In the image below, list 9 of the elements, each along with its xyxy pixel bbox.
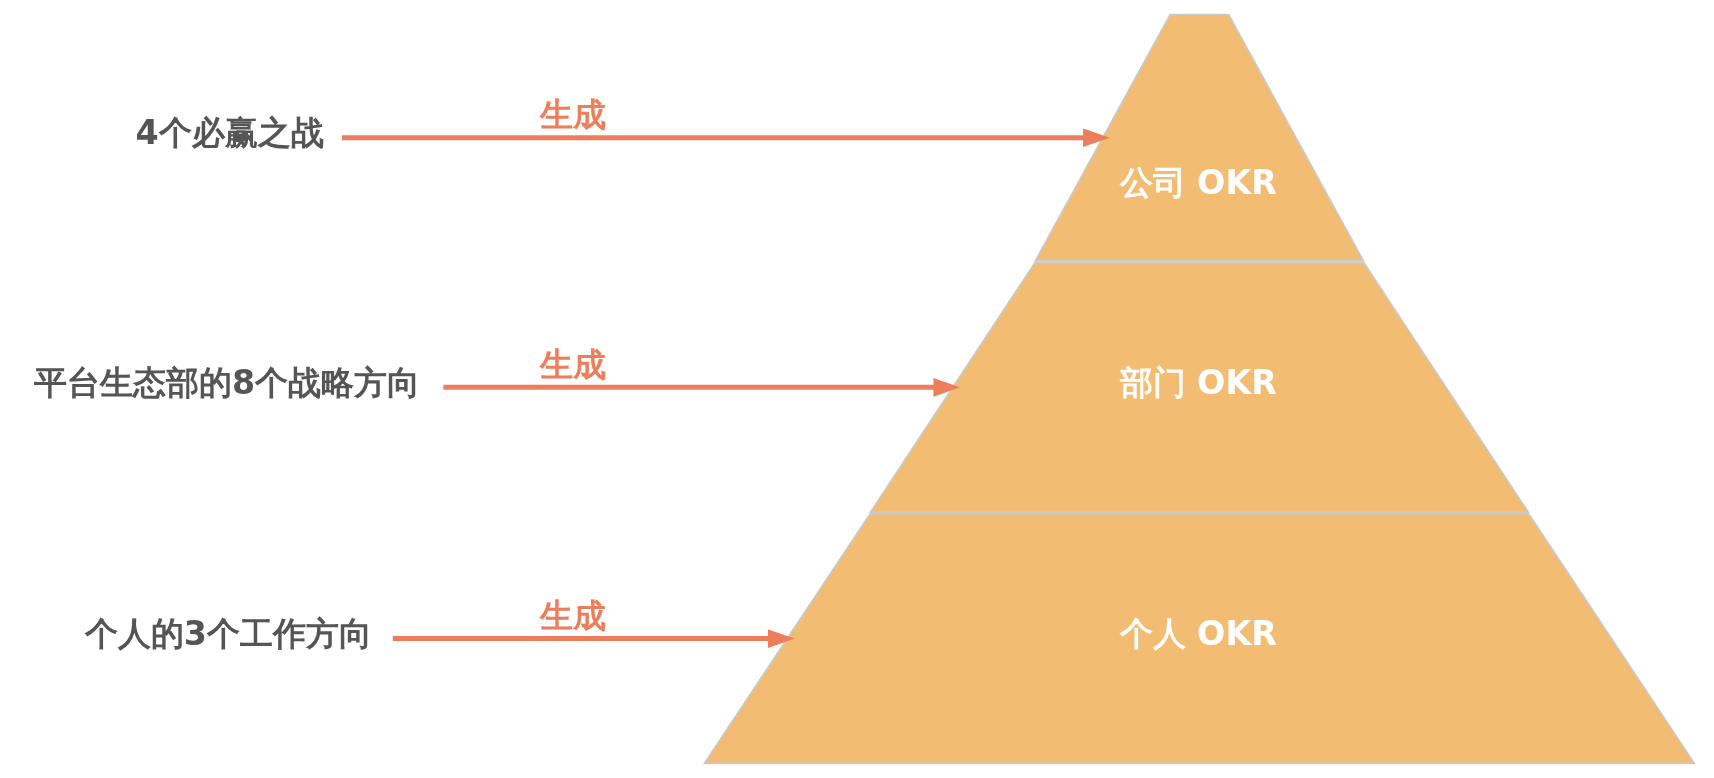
arrow: [341, 128, 1110, 148]
edge-label: 生成: [539, 344, 606, 384]
node-text: 平台生态部的8个战略方向: [33, 362, 420, 402]
node-text: 个人的3个工作方向: [84, 614, 372, 654]
edge-label: 生成: [539, 95, 606, 135]
arrow: [442, 378, 960, 397]
edge-label: 生成: [539, 595, 606, 635]
arrow: [392, 629, 795, 648]
node-text: 4个必赢之战: [134, 113, 324, 153]
